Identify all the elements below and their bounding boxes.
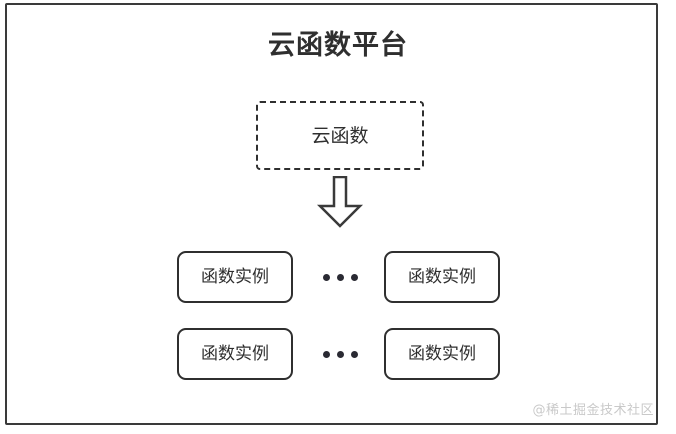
watermark: @稀土掘金技术社区 bbox=[532, 403, 654, 418]
ellipsis-dot bbox=[350, 273, 358, 281]
ellipsis-icon bbox=[310, 328, 370, 380]
function-instance-label: 函数实例 bbox=[201, 267, 269, 287]
ellipsis-dot bbox=[322, 350, 330, 358]
cloud-function-label: 云函数 bbox=[311, 124, 369, 147]
cloud-function-node: 云函数 bbox=[256, 101, 424, 170]
ellipsis-icon bbox=[310, 251, 370, 303]
function-instance-label: 函数实例 bbox=[408, 344, 476, 364]
function-instance-label: 函数实例 bbox=[408, 267, 476, 287]
ellipsis-dot bbox=[336, 273, 344, 281]
block-arrow-down-icon bbox=[316, 175, 364, 228]
instance-row: 函数实例 函数实例 bbox=[0, 328, 676, 380]
function-instance-label: 函数实例 bbox=[201, 344, 269, 364]
function-instance-box: 函数实例 bbox=[384, 328, 500, 380]
ellipsis-dot bbox=[336, 350, 344, 358]
function-instance-box: 函数实例 bbox=[177, 328, 293, 380]
function-instance-box: 函数实例 bbox=[177, 251, 293, 303]
instance-row: 函数实例 函数实例 bbox=[0, 251, 676, 303]
ellipsis-dot bbox=[350, 350, 358, 358]
function-instance-box: 函数实例 bbox=[384, 251, 500, 303]
page-title: 云函数平台 bbox=[268, 30, 408, 61]
ellipsis-dot bbox=[322, 273, 330, 281]
